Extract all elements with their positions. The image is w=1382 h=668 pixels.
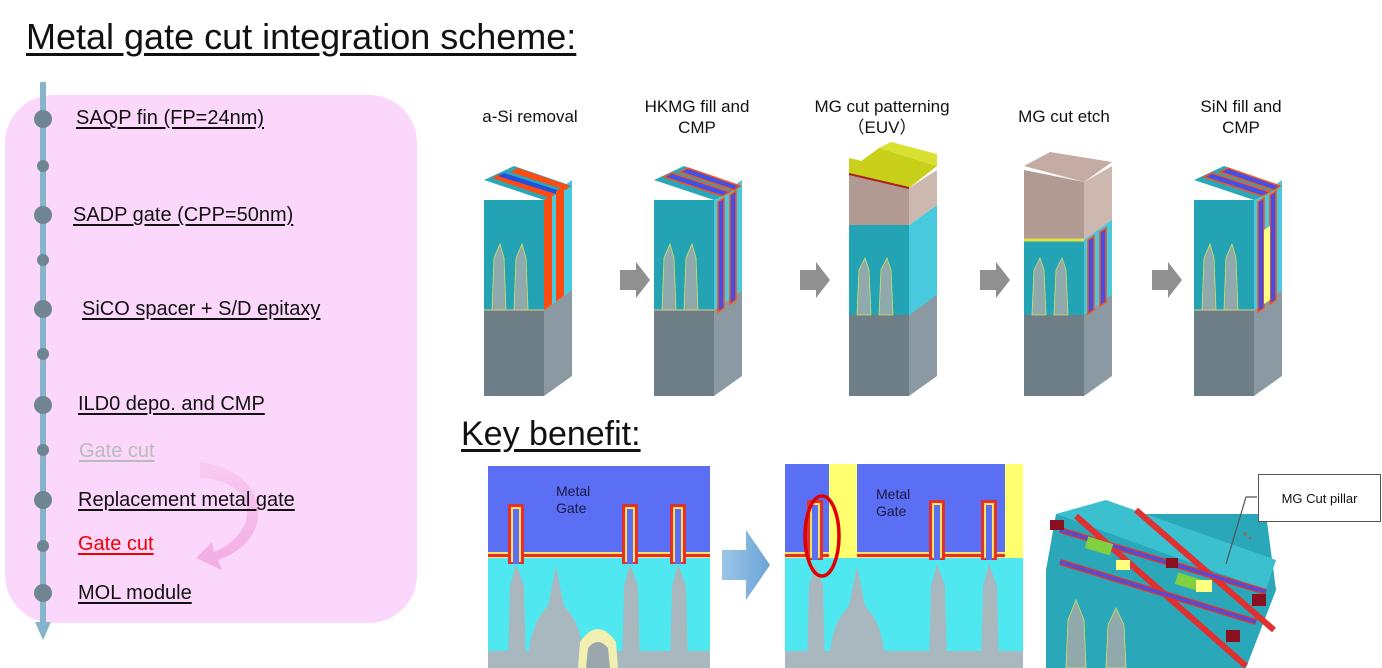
process-caption-asi-removal: a-Si removal <box>482 107 578 126</box>
timeline-dot <box>34 491 52 509</box>
timeline-dots <box>34 110 52 602</box>
page-title: Metal gate cut integration scheme: <box>26 16 577 57</box>
timeline <box>34 82 259 640</box>
block-sin-fill <box>1193 166 1283 397</box>
timeline-dot <box>37 348 49 360</box>
cross-section-after <box>785 464 1023 668</box>
callout-leader <box>1225 496 1257 565</box>
key-benefit-heading: Key benefit: <box>461 415 641 453</box>
benefit-arrow <box>722 530 770 600</box>
mg-cut-pillar-callout: MG Cut pillar <box>1258 474 1381 522</box>
block-mg-cut-etch <box>1024 152 1112 396</box>
timeline-dot <box>37 444 49 456</box>
gate-fins <box>508 504 686 564</box>
process-illustrations <box>483 142 1283 397</box>
timeline-dot <box>34 110 52 128</box>
process-arrow <box>800 262 830 298</box>
flow-panel <box>5 95 417 623</box>
timeline-arrowhead <box>35 622 51 640</box>
timeline-dot <box>34 396 52 414</box>
flow-step-spacer-epitaxy: SiCO spacer + S/D epitaxy <box>82 298 321 320</box>
flow-step-rmg: Replacement metal gate <box>78 489 295 511</box>
timeline-dot <box>34 300 52 318</box>
flow-step-gate-cut-new: Gate cut <box>78 533 154 555</box>
timeline-dot <box>34 584 52 602</box>
timeline-dot <box>37 540 49 552</box>
flow-step-mol: MOL module <box>78 582 192 604</box>
process-arrow <box>620 262 650 298</box>
timeline-dot <box>37 160 49 172</box>
cross-section-before <box>488 466 710 668</box>
process-arrow <box>1152 262 1182 298</box>
flow-step-ild0: ILD0 depo. and CMP <box>78 393 265 415</box>
flow-step-sadp-gate: SADP gate (CPP=50nm) <box>73 204 294 226</box>
process-caption-mg-cut-patterning: MG cut patterning（EUV） <box>814 97 950 137</box>
flow-step-saqp-fin: SAQP fin (FP=24nm) <box>76 107 265 129</box>
block-hkmg <box>653 166 743 397</box>
process-arrow <box>980 262 1010 298</box>
process-caption-mg-cut-etch: MG cut etch <box>1018 107 1110 126</box>
move-step-curved-arrow <box>196 462 259 570</box>
block-mg-cut-patterning <box>848 142 937 396</box>
block-asi-removal <box>483 166 573 397</box>
mg-cut-pillar <box>829 464 857 558</box>
timeline-dot <box>37 254 49 266</box>
highlight-ellipse <box>803 494 841 578</box>
flow-step-gate-cut-old: Gate cut <box>79 440 155 462</box>
mg-cut-3d-view <box>1046 500 1276 668</box>
timeline-dot <box>34 206 52 224</box>
